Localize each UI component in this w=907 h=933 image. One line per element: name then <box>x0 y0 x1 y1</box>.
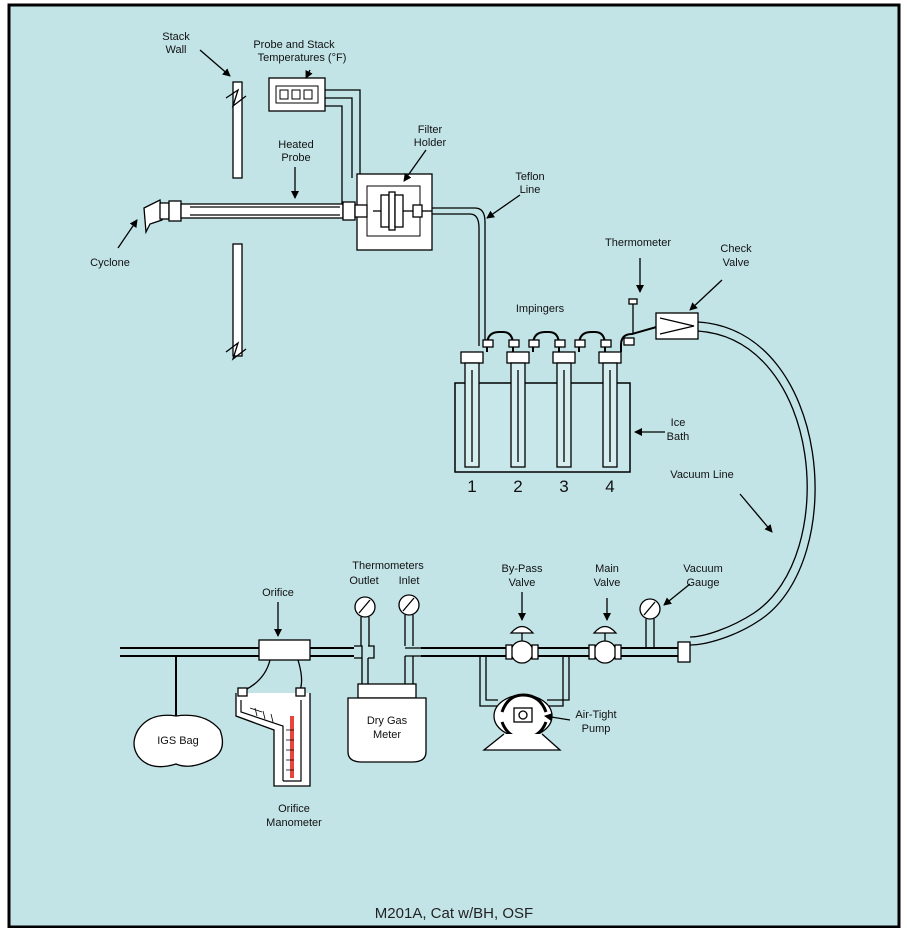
label-vacuum-gauge-1: Vacuum <box>683 563 723 575</box>
label-orifice-manometer-1: Orifice <box>278 803 310 815</box>
label-vacuum-line: Vacuum Line <box>670 469 733 481</box>
label-air-tight-pump-2: Pump <box>582 723 611 735</box>
label-impingers: Impingers <box>516 303 565 315</box>
impinger-connectors <box>482 325 661 352</box>
label-heated-probe-1: Heated <box>278 139 313 151</box>
figure-caption: M201A, Cat w/BH, OSF <box>375 905 533 922</box>
label-outlet: Outlet <box>349 575 378 587</box>
label-thermometer: Thermometer <box>605 237 671 249</box>
outlet-thermometer <box>354 596 376 684</box>
label-stack-wall-2: Wall <box>166 44 187 56</box>
impinger-number-2: 2 <box>513 477 522 496</box>
label-ice-bath-2: Bath <box>667 431 690 443</box>
label-teflon-line-2: Line <box>520 184 541 196</box>
label-igs-bag: IGS Bag <box>157 735 199 747</box>
bypass-valve <box>505 625 539 664</box>
diagram-background <box>7 3 901 929</box>
orifice <box>244 639 311 691</box>
main-gas-line <box>120 641 691 663</box>
label-heated-probe-2: Probe <box>281 152 310 164</box>
inlet-thermometer <box>398 594 421 684</box>
check-valve <box>655 312 699 340</box>
label-bypass-valve-2: Valve <box>509 577 536 589</box>
label-dry-gas-meter-2: Meter <box>373 729 401 741</box>
label-check-valve-1: Check <box>720 243 752 255</box>
label-filter-holder-2: Holder <box>414 137 447 149</box>
labels: Stack Wall Probe and Stack Temperatures … <box>90 31 752 922</box>
vacuum-line <box>689 321 816 646</box>
temperature-display <box>268 77 361 204</box>
thermometer-stub <box>628 298 638 334</box>
filter-holder <box>354 173 433 251</box>
label-bypass-valve-1: By-Pass <box>502 563 543 575</box>
stack-wall <box>225 81 247 361</box>
impinger-1 <box>460 351 484 468</box>
teflon-line <box>432 207 486 346</box>
main-valve <box>588 625 622 664</box>
label-vacuum-gauge-2: Gauge <box>686 577 719 589</box>
impinger-number-4: 4 <box>605 477 614 496</box>
label-filter-holder-1: Filter <box>418 124 443 136</box>
orifice-manometer <box>235 687 311 787</box>
ice-bath <box>454 382 631 473</box>
vacuum-gauge <box>639 598 661 648</box>
label-main-valve-2: Valve <box>594 577 621 589</box>
impinger-number-3: 3 <box>559 477 568 496</box>
impinger-number-1: 1 <box>467 477 476 496</box>
dry-gas-meter <box>347 683 427 763</box>
label-orifice-manometer-2: Manometer <box>266 817 322 829</box>
heated-probe <box>180 201 356 221</box>
label-stack-wall-1: Stack <box>162 31 190 43</box>
impinger-4 <box>598 351 622 468</box>
label-ice-bath-1: Ice <box>671 417 686 429</box>
igs-bag <box>133 656 224 768</box>
label-probe-temps-2: Temperatures (°F) <box>258 52 347 64</box>
impinger-2 <box>506 351 530 468</box>
label-main-valve-1: Main <box>595 563 619 575</box>
label-dry-gas-meter-1: Dry Gas <box>367 715 408 727</box>
label-air-tight-pump-1: Air-Tight <box>575 709 616 721</box>
label-orifice: Orifice <box>262 587 294 599</box>
label-thermometers: Thermometers <box>352 560 424 572</box>
air-tight-pump <box>479 656 570 751</box>
label-check-valve-2: Valve <box>723 257 750 269</box>
pointer-arrows <box>117 49 773 722</box>
impinger-3 <box>552 351 576 468</box>
label-teflon-line-1: Teflon <box>515 171 544 183</box>
label-inlet: Inlet <box>399 575 420 587</box>
label-probe-temps-1: Probe and Stack <box>253 39 335 51</box>
label-cyclone: Cyclone <box>90 257 130 269</box>
